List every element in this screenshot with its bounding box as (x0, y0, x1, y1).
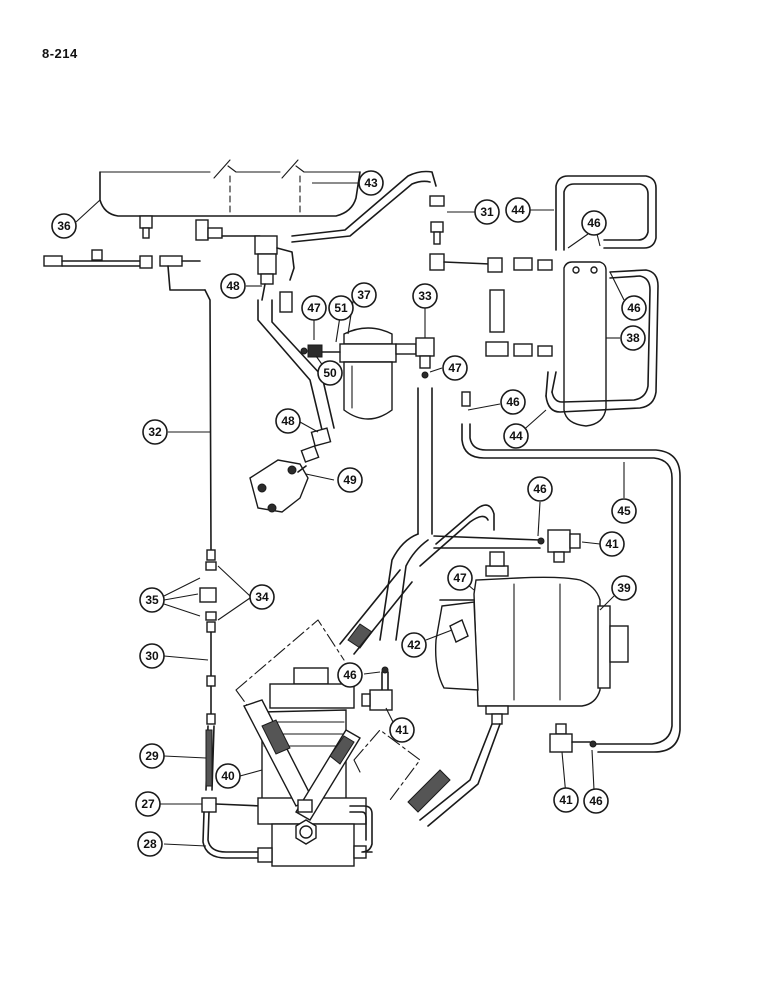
leader-lines (75, 182, 625, 847)
callout-47: 47 (301, 295, 327, 321)
callout-46: 46 (500, 389, 526, 415)
hose-44 (545, 175, 659, 413)
hose-45 (461, 391, 681, 753)
callout-29: 29 (139, 743, 165, 769)
svg-text:47: 47 (453, 571, 467, 585)
callout-43: 43 (358, 170, 384, 196)
svg-text:41: 41 (605, 537, 619, 551)
svg-text:48: 48 (226, 279, 240, 293)
callout-46: 46 (583, 788, 609, 814)
elbow-fitting-41 (433, 529, 581, 563)
callout-41: 41 (599, 531, 625, 557)
hydraulic-valve-49 (249, 459, 309, 513)
callout-45: 45 (611, 498, 637, 524)
callout-46: 46 (581, 210, 607, 236)
reservoir-tank (99, 159, 361, 241)
svg-text:42: 42 (407, 638, 421, 652)
svg-text:48: 48 (281, 414, 295, 428)
svg-text:29: 29 (145, 749, 159, 763)
motor-40 (235, 619, 421, 867)
return-hose (407, 723, 501, 827)
callout-46: 46 (621, 295, 647, 321)
svg-text:45: 45 (617, 504, 631, 518)
callout-51: 51 (328, 295, 354, 321)
pressure-hose (339, 504, 495, 711)
fitting-31 (429, 195, 553, 357)
svg-text:41: 41 (559, 793, 573, 807)
callout-33: 33 (412, 283, 438, 309)
pump-39 (434, 551, 629, 725)
svg-text:39: 39 (617, 581, 631, 595)
filter-37 (300, 327, 417, 420)
tank-38 (563, 261, 607, 427)
callout-47: 47 (447, 565, 473, 591)
svg-text:47: 47 (307, 301, 321, 315)
callout-49: 49 (337, 467, 363, 493)
svg-text:46: 46 (506, 395, 520, 409)
tube-32 (199, 289, 217, 725)
svg-text:31: 31 (480, 205, 494, 219)
svg-text:49: 49 (343, 473, 357, 487)
callout-30: 30 (139, 643, 165, 669)
svg-text:46: 46 (627, 301, 641, 315)
callout-35: 35 (139, 587, 165, 613)
callout-44: 44 (503, 423, 529, 449)
svg-text:46: 46 (343, 668, 357, 682)
svg-text:46: 46 (587, 216, 601, 230)
callout-38: 38 (620, 325, 646, 351)
svg-text:44: 44 (509, 429, 523, 443)
callout-37: 37 (351, 282, 377, 308)
callout-48: 48 (220, 273, 246, 299)
svg-text:51: 51 (334, 301, 348, 315)
callout-47: 47 (442, 355, 468, 381)
svg-text:34: 34 (255, 590, 269, 604)
svg-text:46: 46 (533, 482, 547, 496)
svg-text:37: 37 (357, 288, 371, 302)
svg-text:41: 41 (395, 723, 409, 737)
callout-46: 46 (527, 476, 553, 502)
callout-44: 44 (505, 197, 531, 223)
elbow-fitting-41-lower (549, 723, 597, 753)
callout-36: 36 (51, 213, 77, 239)
svg-text:33: 33 (418, 289, 432, 303)
svg-text:30: 30 (145, 649, 159, 663)
callout-42: 42 (401, 632, 427, 658)
callout-41: 41 (389, 717, 415, 743)
callout-50: 50 (317, 360, 343, 386)
svg-text:44: 44 (511, 203, 525, 217)
callout-34: 34 (249, 584, 275, 610)
callout-31: 31 (474, 199, 500, 225)
manifold-fitting-bar (43, 249, 206, 291)
svg-text:50: 50 (323, 366, 337, 380)
callout-41: 41 (553, 787, 579, 813)
callout-39: 39 (611, 575, 637, 601)
page-number: 8-214 (42, 46, 78, 61)
callout-48: 48 (275, 408, 301, 434)
svg-text:28: 28 (143, 837, 157, 851)
svg-text:46: 46 (589, 794, 603, 808)
shutoff-valve (254, 170, 437, 313)
svg-text:36: 36 (57, 219, 71, 233)
callout-28: 28 (137, 831, 163, 857)
tee-fitting-33 (415, 337, 435, 535)
svg-text:47: 47 (448, 361, 462, 375)
svg-text:32: 32 (148, 425, 162, 439)
callout-40: 40 (215, 763, 241, 789)
callout-32: 32 (142, 419, 168, 445)
suction-hose (257, 299, 335, 463)
svg-text:27: 27 (141, 797, 155, 811)
svg-text:35: 35 (145, 593, 159, 607)
svg-text:40: 40 (221, 769, 235, 783)
callout-27: 27 (135, 791, 161, 817)
hose-29 (201, 725, 263, 859)
callout-46: 46 (337, 662, 363, 688)
svg-text:43: 43 (364, 176, 378, 190)
svg-text:38: 38 (626, 331, 640, 345)
